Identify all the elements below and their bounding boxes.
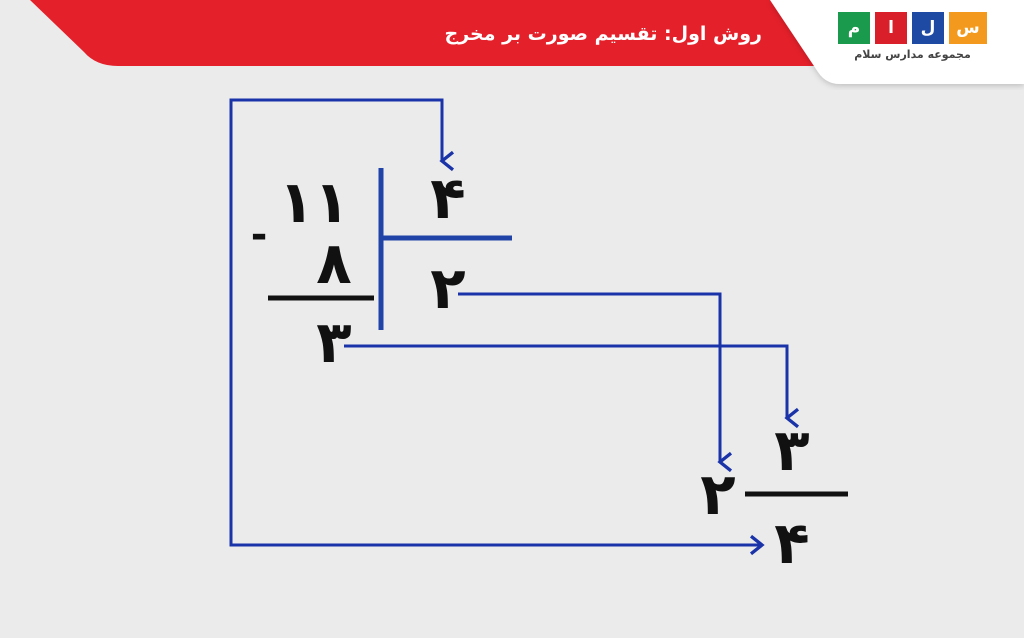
page-title: روش اول: تقسیم صورت بر مخرج — [444, 23, 762, 45]
logo-tile-alef: ا — [875, 12, 907, 44]
mixed-numerator: ۳ — [774, 416, 809, 484]
logo-tile-mim: م — [838, 12, 870, 44]
arrow-quotient-to-whole — [458, 292, 733, 473]
mixed-whole: ۲ — [700, 460, 735, 528]
remainder: ۳ — [316, 308, 351, 376]
logo-tile-lam: ل — [912, 12, 944, 44]
arrow-dividend-to-numerator — [229, 98, 765, 556]
logo-text: مجموعه مدارس سلام — [854, 48, 971, 61]
subtrahend: ۸ — [316, 229, 351, 297]
logo-tile-sin: س — [949, 12, 987, 44]
brand-logo: م ا ل س مجموعه مدارس سلام — [838, 12, 988, 72]
divisor: ۴ — [430, 164, 465, 232]
dividend: ۱۱ — [279, 168, 350, 236]
mixed-denominator: ۴ — [774, 509, 809, 577]
header-red-bar — [30, 0, 818, 66]
arrow-remainder-to-numerator — [344, 344, 800, 429]
minus-sign: - — [251, 212, 268, 258]
quotient: ۲ — [430, 254, 465, 322]
